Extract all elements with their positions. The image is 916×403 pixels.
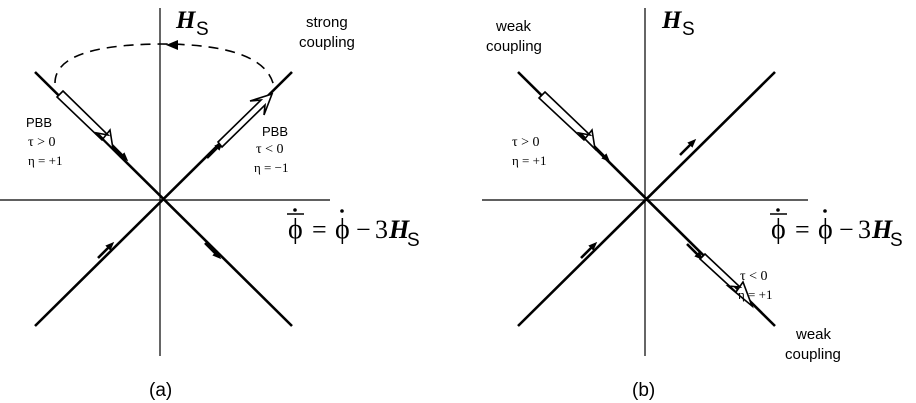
b-y-axis-label: H <box>661 7 683 34</box>
b-x-phi-dot <box>823 209 827 213</box>
panel-b: H S ϕ = ϕ − 3 H S weak coupling τ > 0 η … <box>482 7 903 401</box>
b-arrow-left-upper <box>593 145 611 163</box>
a-right-eta: η = −1 <box>254 160 288 175</box>
a-arrow-left-upper <box>111 144 129 162</box>
a-strong-label-line1: strong <box>306 14 348 31</box>
a-arrow-right-lower <box>204 242 222 260</box>
b-arrow-right-upper <box>679 138 697 156</box>
b-weak-bottom-line1: weak <box>795 326 832 343</box>
a-arrow-left-lower <box>97 241 115 259</box>
b-x-lhs: ϕ <box>771 214 786 245</box>
b-right-tau: τ < 0 <box>740 269 768 284</box>
a-x-phi-dot <box>340 209 344 213</box>
b-arrow-left-lower <box>580 241 598 259</box>
a-arrow-right-upper <box>206 141 224 159</box>
b-left-tau: τ > 0 <box>512 135 540 150</box>
b-y-axis-sub: S <box>682 19 695 40</box>
a-pbb-arrow-left <box>55 89 115 152</box>
b-arrow-right-lower <box>686 243 704 261</box>
b-x-three: 3 <box>858 215 871 244</box>
b-x-equals: = <box>795 215 810 244</box>
a-left-tau: τ > 0 <box>28 135 56 150</box>
b-caption: (b) <box>632 380 655 401</box>
a-right-pbb: PBB <box>262 124 288 139</box>
panel-a: H S ϕ = ϕ − 3 H S strong coupling PBB τ … <box>0 7 420 401</box>
a-x-axis-label: ϕ = ϕ − 3 H S <box>287 208 420 251</box>
b-hollow-arrow-left <box>537 90 597 152</box>
b-x-phi: ϕ <box>818 214 833 245</box>
a-left-pbb: PBB <box>26 115 52 130</box>
a-caption: (a) <box>149 380 172 401</box>
b-weak-top-line2: coupling <box>486 38 542 55</box>
b-x-lhs-dot <box>776 208 780 212</box>
a-x-lhs-dot <box>293 208 297 212</box>
b-weak-bottom-line2: coupling <box>785 346 841 363</box>
a-y-axis-label: H <box>175 7 197 34</box>
a-x-equals: = <box>312 215 327 244</box>
a-x-three: 3 <box>375 215 388 244</box>
a-x-sub: S <box>407 230 420 251</box>
b-x-minus: − <box>839 215 854 244</box>
a-arc-arrowhead <box>166 40 178 50</box>
a-x-minus: − <box>356 215 371 244</box>
a-y-axis-sub: S <box>196 19 209 40</box>
b-weak-top-line1: weak <box>495 18 532 35</box>
b-left-eta: η = +1 <box>512 153 546 168</box>
b-diagonal-up <box>517 71 776 327</box>
a-left-eta: η = +1 <box>28 153 62 168</box>
a-pbb-arrow-right <box>216 92 274 149</box>
a-right-tau: τ < 0 <box>256 142 284 157</box>
a-x-phi: ϕ <box>335 214 350 245</box>
b-x-h: H <box>871 215 893 244</box>
a-x-lhs: ϕ <box>288 214 303 245</box>
b-x-axis-label: ϕ = ϕ − 3 H S <box>770 208 903 251</box>
a-x-h: H <box>388 215 410 244</box>
b-right-eta: η = +1 <box>738 287 772 302</box>
b-hollow-arrow-right <box>698 252 754 309</box>
b-x-sub: S <box>890 230 903 251</box>
a-dashed-arc <box>54 43 275 88</box>
a-strong-label-line2: coupling <box>299 34 355 51</box>
